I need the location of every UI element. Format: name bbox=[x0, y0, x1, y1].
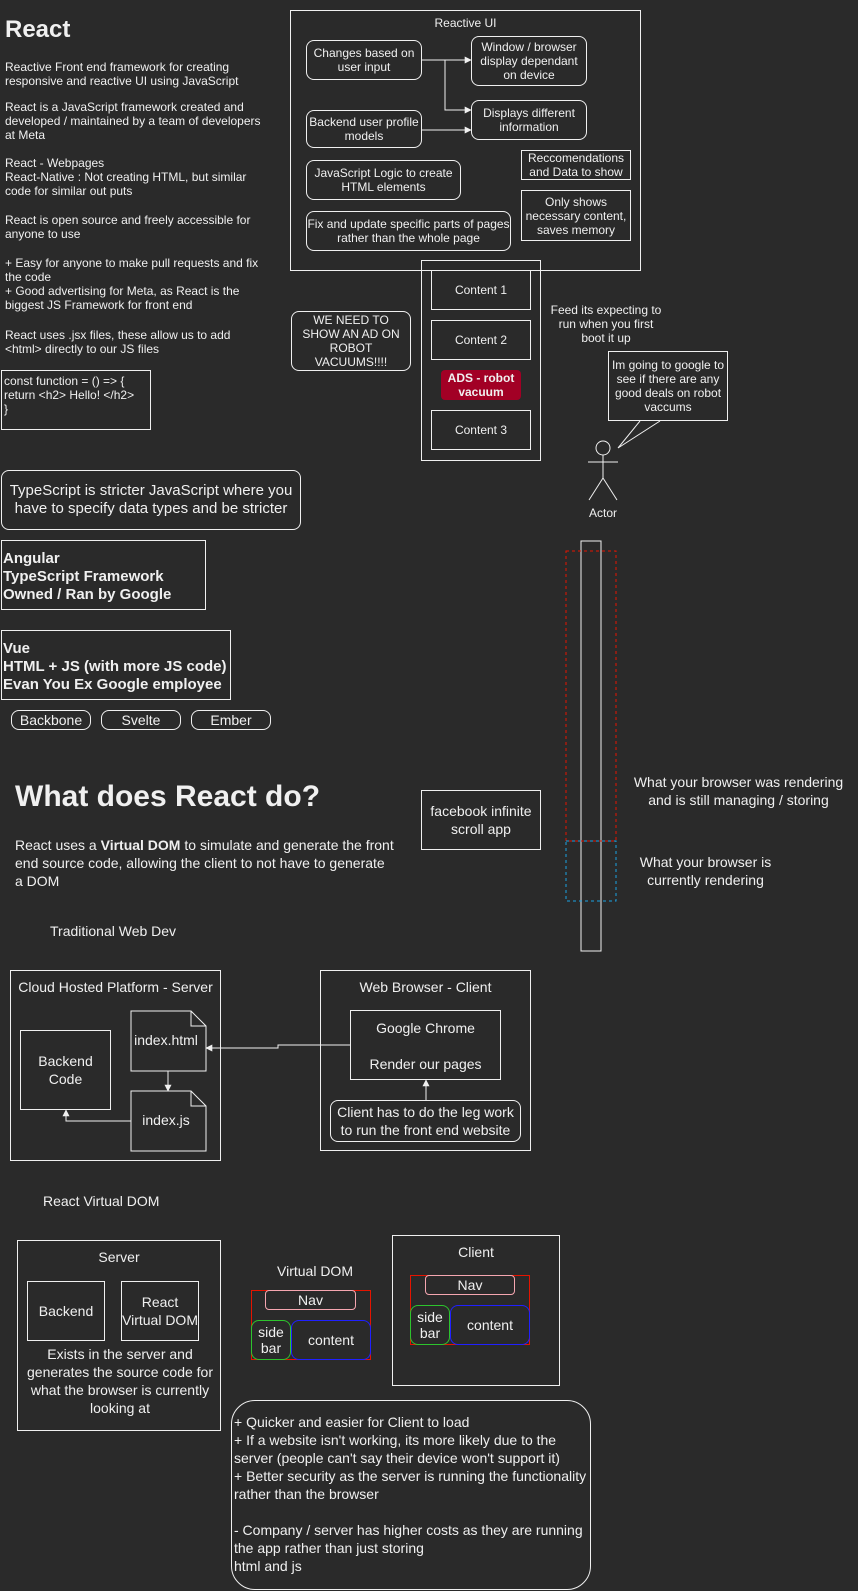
changes-box: Changes based on user input bbox=[306, 40, 422, 80]
pros-cons-box: + Quicker and easier for Client to load … bbox=[231, 1400, 591, 1590]
backend-profile-box: Backend user profile models bbox=[306, 110, 422, 148]
intro-paragraph-4: React is open source and freely accessib… bbox=[5, 213, 251, 241]
actor-label: Actor bbox=[588, 506, 617, 520]
angular-box: Angular TypeScript Framework Owned / Ran… bbox=[1, 540, 206, 610]
content-2: Content 2 bbox=[431, 320, 531, 360]
vdom-title: Virtual DOM bbox=[277, 1263, 353, 1279]
intro-paragraph-6: React uses .jsx files, these allow us to… bbox=[5, 328, 231, 356]
client-nav: Nav bbox=[425, 1275, 515, 1295]
was-rendering-label: What your browser was rendering and is s… bbox=[633, 774, 844, 808]
page-title: React bbox=[5, 16, 71, 43]
ad-robot-vacuum: ADS - robot vacuum bbox=[441, 370, 521, 400]
backend-code-box: Backend Code bbox=[20, 1030, 111, 1110]
index-html-file: index.html bbox=[134, 1032, 198, 1048]
js-logic-box: JavaScript Logic to create HTML elements bbox=[306, 160, 461, 200]
vue-box: Vue HTML + JS (with more JS code) Evan Y… bbox=[1, 630, 231, 700]
vdom-server-title: Server bbox=[98, 1249, 140, 1265]
current-render-region bbox=[565, 840, 617, 902]
fix-update-box: Fix and update specific parts of pages r… bbox=[306, 211, 511, 251]
client-content: content bbox=[450, 1305, 530, 1345]
code-snippet: const function = () => { return <h2> Hel… bbox=[1, 370, 151, 430]
recommendations-box: Reccomendations and Data to show bbox=[521, 150, 631, 180]
content-3: Content 3 bbox=[431, 410, 531, 450]
content-1: Content 1 bbox=[431, 270, 531, 310]
intro-paragraph-5: + Easy for anyone to make pull requests … bbox=[5, 256, 259, 312]
client-container bbox=[320, 970, 531, 1151]
window-box: Window / browser display dependant on de… bbox=[471, 36, 587, 86]
vdom-content: content bbox=[291, 1320, 371, 1360]
vdom-server-container bbox=[17, 1240, 221, 1431]
typescript-note: TypeScript is stricter JavaScript where … bbox=[1, 470, 301, 530]
speech-tail bbox=[617, 420, 661, 449]
feeds-note: Feed its expecting to run when you first… bbox=[550, 303, 662, 345]
client-title: Web Browser - Client bbox=[359, 979, 492, 995]
actor-figure bbox=[588, 440, 618, 501]
svelte-tag: Svelte bbox=[101, 710, 181, 730]
intro-paragraph-3: React - Webpages React-Native : Not crea… bbox=[5, 156, 247, 198]
facebook-scroll-box: facebook infinite scroll app bbox=[421, 790, 541, 850]
react-vdom-box: React Virtual DOM bbox=[121, 1281, 199, 1341]
server-container bbox=[10, 970, 221, 1161]
legwork-note: Client has to do the leg work to run the… bbox=[330, 1100, 521, 1142]
actor-speech-bubble: Im going to google to see if there are a… bbox=[608, 351, 728, 421]
server-title: Cloud Hosted Platform - Server bbox=[18, 979, 213, 995]
ember-tag: Ember bbox=[191, 710, 271, 730]
vdom-label: React Virtual DOM bbox=[43, 1193, 160, 1209]
intro-paragraph-2: React is a JavaScript framework created … bbox=[5, 100, 261, 142]
what-react-description: React uses a Virtual DOM to simulate and… bbox=[15, 837, 394, 889]
traditional-label: Traditional Web Dev bbox=[50, 923, 177, 939]
need-ad-note: WE NEED TO SHOW AN AD ON ROBOT VACUUMS!!… bbox=[291, 311, 411, 371]
currently-rendering-label: What your browser is currently rendering bbox=[639, 854, 772, 888]
chrome-label: Google Chrome bbox=[376, 1020, 475, 1036]
what-react-heading: What does React do? bbox=[15, 780, 321, 813]
render-label: Render our pages bbox=[369, 1056, 482, 1072]
was-rendering-region bbox=[565, 550, 617, 842]
backbone-tag: Backbone bbox=[11, 710, 91, 730]
vdom-sidebar: side bar bbox=[251, 1320, 291, 1360]
content-feed-container bbox=[421, 260, 541, 461]
vdom-backend-box: Backend bbox=[27, 1281, 105, 1341]
vdom-client-title: Client bbox=[458, 1244, 494, 1260]
vdom-nav: Nav bbox=[265, 1290, 356, 1310]
intro-paragraph-1: Reactive Front end framework for creatin… bbox=[5, 60, 239, 88]
client-sidebar: side bar bbox=[410, 1305, 450, 1345]
exists-note: Exists in the server and generates the s… bbox=[27, 1346, 214, 1416]
index-js-file: index.js bbox=[142, 1112, 190, 1128]
vdom-client-container bbox=[392, 1235, 560, 1386]
displays-box: Displays different information bbox=[471, 100, 587, 140]
scroll-page bbox=[580, 540, 602, 952]
only-shows-box: Only shows necessary content, saves memo… bbox=[521, 190, 631, 241]
reactive-ui-title: Reactive UI bbox=[434, 16, 497, 30]
